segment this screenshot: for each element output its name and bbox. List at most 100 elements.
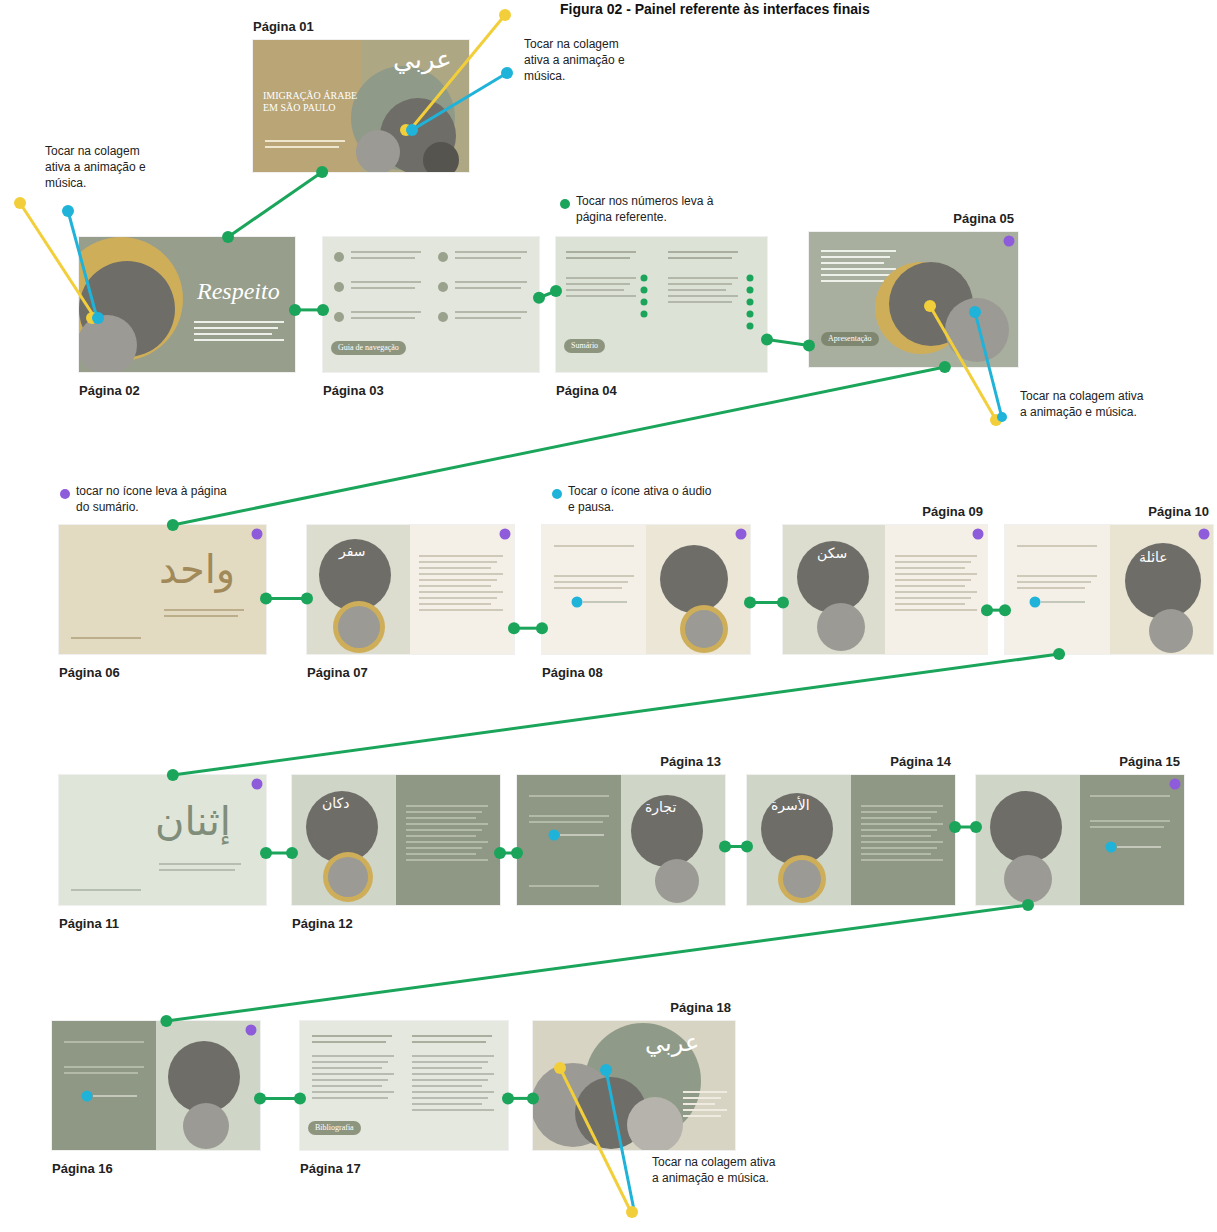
photo-circle xyxy=(797,541,869,613)
text-line xyxy=(194,339,284,341)
text-line xyxy=(71,889,141,891)
link-dot xyxy=(536,622,548,634)
photo-circle xyxy=(660,545,728,613)
photo-circle xyxy=(338,606,380,648)
leader-line xyxy=(68,211,97,318)
text-line xyxy=(412,1103,482,1105)
text-line xyxy=(419,555,503,557)
page-link xyxy=(289,304,329,316)
page-link-line xyxy=(173,367,945,525)
text-line xyxy=(312,1067,382,1069)
link-dot xyxy=(719,841,731,853)
page-thumbnail: Página 13تجارة xyxy=(517,775,725,905)
page-link-line xyxy=(173,654,1059,775)
thumb-panel xyxy=(52,1021,156,1150)
text-line xyxy=(554,575,634,577)
text-line xyxy=(312,1091,394,1093)
photo-circle xyxy=(990,791,1062,863)
thumb-art xyxy=(307,525,514,654)
text-line xyxy=(1017,575,1097,577)
text-line xyxy=(419,609,503,611)
page-thumbnail: Página 11إثنان xyxy=(59,775,266,905)
page-thumbnail: Página 15 xyxy=(976,775,1184,905)
text-line xyxy=(64,1066,144,1068)
text-line xyxy=(412,1097,488,1099)
page-number-dot xyxy=(747,287,754,294)
summary-icon xyxy=(1199,529,1210,540)
text-line xyxy=(419,603,491,605)
photo-circle xyxy=(1125,543,1201,619)
page-link xyxy=(167,361,951,531)
callout-note: Tocar na colagem ativa a animação e músi… xyxy=(524,36,644,85)
text-line xyxy=(412,1079,488,1081)
photo-circle xyxy=(655,859,699,903)
thumb-text: Apresentação xyxy=(821,332,879,346)
page-label: Página 01 xyxy=(253,19,314,34)
link-dot xyxy=(803,339,815,351)
link-dot xyxy=(502,1092,514,1104)
page-label: Página 07 xyxy=(307,665,368,680)
page-link xyxy=(744,596,789,608)
thumb-panel xyxy=(1080,775,1184,905)
text-line xyxy=(895,585,965,587)
text-line xyxy=(312,1035,392,1037)
text-line xyxy=(668,251,738,253)
page-label: Página 15 xyxy=(1119,754,1180,769)
leader-dot xyxy=(406,124,418,136)
text-line xyxy=(194,333,272,335)
page-link xyxy=(508,622,548,634)
page-number-dot xyxy=(641,311,648,318)
text-line xyxy=(895,567,965,569)
leader-line xyxy=(606,1070,634,1210)
text-line xyxy=(64,1041,144,1043)
text-line xyxy=(351,257,415,259)
thumb-art xyxy=(542,525,750,654)
photo-circle xyxy=(778,855,826,903)
text-line xyxy=(554,587,622,589)
link-dot xyxy=(744,596,756,608)
page-label: Página 16 xyxy=(52,1161,113,1176)
thumb-panel xyxy=(1110,525,1213,654)
page-label-wrap: Página 06 xyxy=(59,665,120,680)
text-line xyxy=(861,859,943,861)
page-label-wrap: Página 10 xyxy=(1148,504,1209,519)
text-line xyxy=(312,1079,388,1081)
thumb-text-wrap: دكان xyxy=(322,795,349,812)
thumb-text-wrap: سكن xyxy=(817,545,847,562)
page01-callout xyxy=(400,9,513,136)
text-line xyxy=(265,146,339,148)
thumb-text-wrap: تجارة xyxy=(645,799,676,816)
page-label-wrap: Página 18 xyxy=(670,1000,731,1015)
page-label-wrap: Página 03 xyxy=(323,383,384,398)
text-line xyxy=(821,256,890,258)
text-line xyxy=(566,283,630,285)
leader-line xyxy=(975,312,1002,418)
thumb-text: إثنان xyxy=(155,797,231,845)
audio-bar xyxy=(583,601,627,603)
legend-swatch xyxy=(552,489,562,499)
page-label: Página 09 xyxy=(922,504,983,519)
text-line xyxy=(412,1073,494,1075)
page-thumbnail: Página 02Respeito xyxy=(79,237,295,372)
leader-line xyxy=(930,306,996,420)
text-line xyxy=(821,250,896,252)
page-label: Página 13 xyxy=(660,754,721,769)
link-dot xyxy=(286,847,298,859)
text-line xyxy=(895,579,971,581)
text-line xyxy=(159,863,241,865)
legend-text: Tocar o ícone ativa o áudio e pausa. xyxy=(568,483,718,515)
page-number-dot xyxy=(747,275,754,282)
text-line xyxy=(895,603,965,605)
page-label: Página 06 xyxy=(59,665,120,680)
leader-line xyxy=(560,1068,630,1210)
page-link-line xyxy=(539,291,556,298)
summary-icon xyxy=(1170,779,1181,790)
photo-circle xyxy=(631,795,703,867)
text-line xyxy=(312,1073,394,1075)
text-line xyxy=(406,823,488,825)
leader-dot xyxy=(92,312,104,324)
audio-icon xyxy=(82,1091,93,1102)
photo-circle xyxy=(334,252,344,262)
text-line xyxy=(312,1097,388,1099)
